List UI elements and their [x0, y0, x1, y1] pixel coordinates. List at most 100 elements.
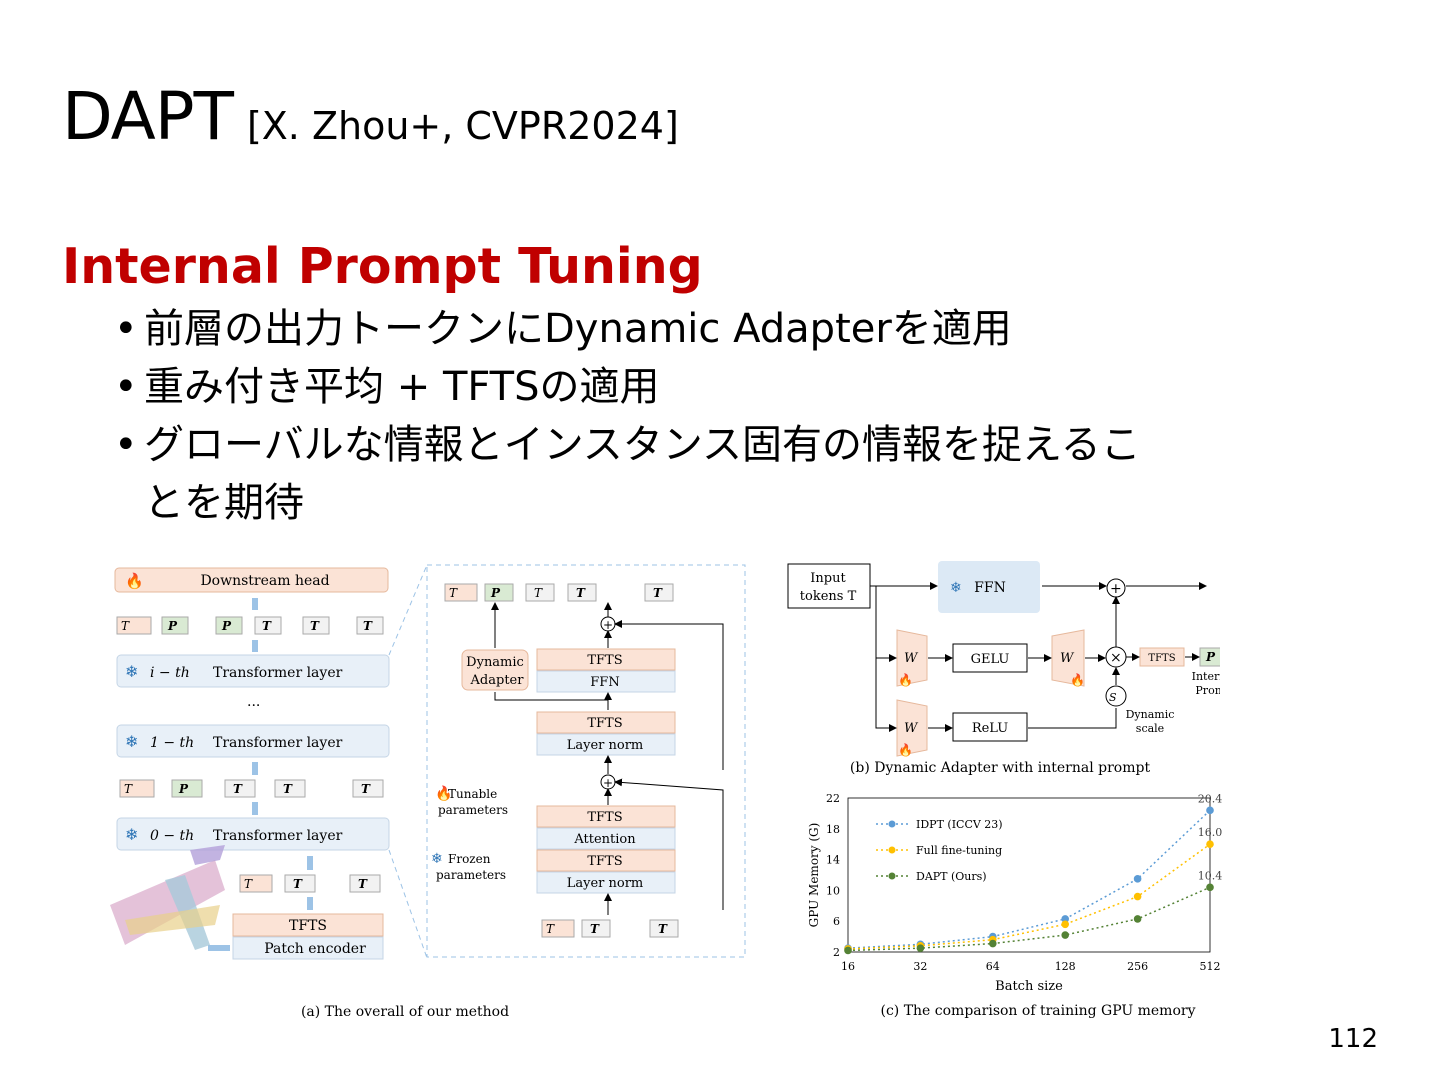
downstream-head-box — [114, 567, 389, 593]
section-heading: Internal Prompt Tuning — [62, 238, 703, 295]
x-tick-label: 64 — [986, 960, 1000, 973]
data-point — [1206, 806, 1214, 815]
end-value-label: 16.0 — [1198, 826, 1223, 839]
bullet-list: •前層の出力トークンにDynamic Adapterを適用 •重み付き平均 + … — [110, 300, 1164, 532]
token-t0: T — [534, 586, 543, 600]
tfts-box — [536, 849, 676, 872]
dynamic-adapter-label: Dynamic — [466, 655, 524, 670]
ws-trapezoid — [896, 699, 928, 757]
figure-b-caption: (b) Dynamic Adapter with internal prompt — [850, 760, 1151, 776]
series-line — [847, 886, 1211, 952]
flame-icon: 🔥 — [125, 572, 144, 590]
wd-trapezoid — [896, 629, 928, 687]
data-point — [1061, 915, 1069, 923]
figure-b: Input tokens T ❄ FFN + W 🔥 GELU W 🔥 × TF… — [787, 561, 1220, 776]
ffn-label: FFN — [974, 580, 1006, 596]
data-point — [1206, 840, 1214, 848]
dynamic-scale-label: Dynamic — [1126, 708, 1175, 721]
x-tick-label: 512 — [1200, 960, 1221, 973]
internal-prompt-label: Internal — [1192, 670, 1220, 683]
detail-token-row-top: T P T T T — [444, 583, 674, 602]
bullet-text: 前層の出力トークンにDynamic Adapterを適用 — [144, 306, 1012, 352]
tfts-label: TFTS — [289, 918, 327, 934]
data-point — [1206, 883, 1214, 892]
token-tn: T — [653, 586, 663, 600]
plot-frame — [847, 797, 1211, 953]
layer-index-0: 0 − th — [150, 828, 194, 844]
tfts-label: TFTS — [587, 653, 622, 668]
transformer-layer-label: Transformer layer — [213, 735, 343, 751]
token-row-bottom: T T T — [239, 874, 381, 893]
ellipsis: ... — [247, 694, 260, 710]
input-tokens-box — [787, 563, 871, 609]
x-tick-label: 16 — [841, 960, 855, 973]
x-tick-label: 128 — [1055, 960, 1076, 973]
layer-norm-label: Layer norm — [567, 876, 644, 891]
slide-title: DAPT[X. Zhou+, CVPR2024] — [62, 78, 679, 155]
tfts-box — [536, 711, 676, 734]
bullet-item: •グローバルな情報とインスタンス固有の情報を捉えることを期待 — [114, 422, 1141, 526]
transformer-layer-i — [116, 654, 390, 688]
multiply-icon: × — [1110, 650, 1122, 666]
bullet-item: •前層の出力トークンにDynamic Adapterを適用 — [114, 306, 1012, 352]
plus-icon: + — [603, 776, 613, 790]
tfts-box — [1139, 647, 1185, 667]
point-cloud-airplane-image — [110, 845, 225, 950]
detail-arrows — [491, 602, 724, 915]
transformer-layer-label: Transformer layer — [213, 665, 343, 681]
data-point — [1133, 875, 1142, 883]
token-p0: P — [490, 586, 501, 600]
gelu-box — [952, 643, 1028, 673]
layer-index-i: i − th — [150, 665, 190, 681]
relu-box — [952, 712, 1028, 742]
frozen-legend-label: Frozen — [448, 852, 491, 866]
title-text: DAPT — [62, 78, 234, 155]
token-cls: T — [449, 586, 458, 600]
token-cls: T — [546, 922, 555, 936]
data-point — [989, 939, 997, 948]
legend-marker — [888, 820, 896, 828]
patch-encoder-label: Patch encoder — [264, 941, 366, 957]
frozen-legend-label-2: parameters — [436, 868, 506, 882]
data-point — [1061, 931, 1069, 939]
data-point — [1061, 920, 1069, 929]
flame-icon: 🔥 — [898, 743, 913, 757]
x-tick-label: 32 — [913, 960, 927, 973]
figure-b-arrows — [870, 582, 1207, 732]
transformer-layer-1 — [116, 724, 390, 758]
dynamic-adapter-label-2: Adapter — [470, 673, 525, 688]
relu-label: ReLU — [972, 721, 1008, 736]
legend-marker — [888, 872, 896, 880]
token-tn: T — [658, 922, 668, 936]
y-axis-label: GPU Memory (G) — [807, 823, 821, 928]
data-point — [1133, 892, 1142, 901]
legend-label: DAPT (Ours) — [916, 870, 987, 883]
figure-a-caption: (a) The overall of our method — [301, 1004, 509, 1020]
y-tick-label: 2 — [833, 946, 840, 959]
y-tick-label: 10 — [826, 884, 840, 897]
detail-box — [426, 564, 746, 958]
flame-icon: 🔥 — [898, 673, 913, 687]
tunable-legend-label: Tunable — [448, 787, 497, 801]
internal-prompt-label-2: Prompt — [1195, 684, 1220, 697]
y-tick-label: 18 — [826, 823, 840, 836]
y-tick-label: 22 — [826, 792, 840, 805]
ws-label: W — [904, 721, 919, 736]
token-t1: T — [283, 782, 293, 796]
token-t0: T — [590, 922, 600, 936]
tfts-label: TFTS — [587, 716, 622, 731]
y-tick-label: 6 — [833, 915, 840, 928]
token-t0: T — [262, 619, 272, 633]
scale-node — [1105, 685, 1127, 707]
series-line — [847, 809, 1211, 949]
token-tn: T — [363, 619, 373, 633]
end-value-label: 20.4 — [1198, 792, 1223, 805]
dynamic-scale-label-2: scale — [1136, 722, 1164, 735]
token-row-top: T P P T T T — [116, 616, 384, 635]
data-point — [916, 944, 925, 952]
flame-icon: 🔥 — [435, 785, 452, 802]
page-number: 112 — [1328, 1024, 1378, 1054]
tfts-box — [232, 913, 384, 937]
plus-icon: + — [603, 618, 613, 632]
gelu-label: GELU — [971, 652, 1010, 667]
